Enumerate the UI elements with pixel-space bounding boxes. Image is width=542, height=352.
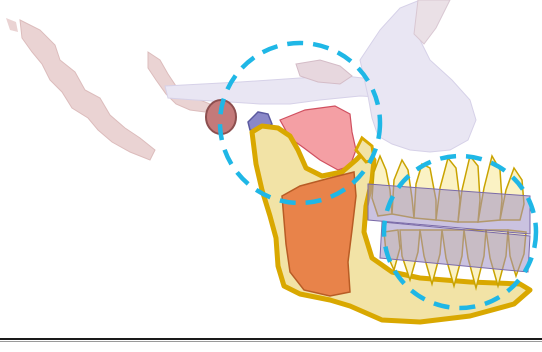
spine-fragment-middle	[148, 52, 210, 112]
spine-fragment-small	[6, 18, 18, 32]
bottom-rule-shadow	[0, 341, 542, 342]
spine-fragment-upper	[20, 20, 155, 160]
nasal-bone	[414, 0, 450, 44]
bottom-rule	[0, 338, 542, 340]
